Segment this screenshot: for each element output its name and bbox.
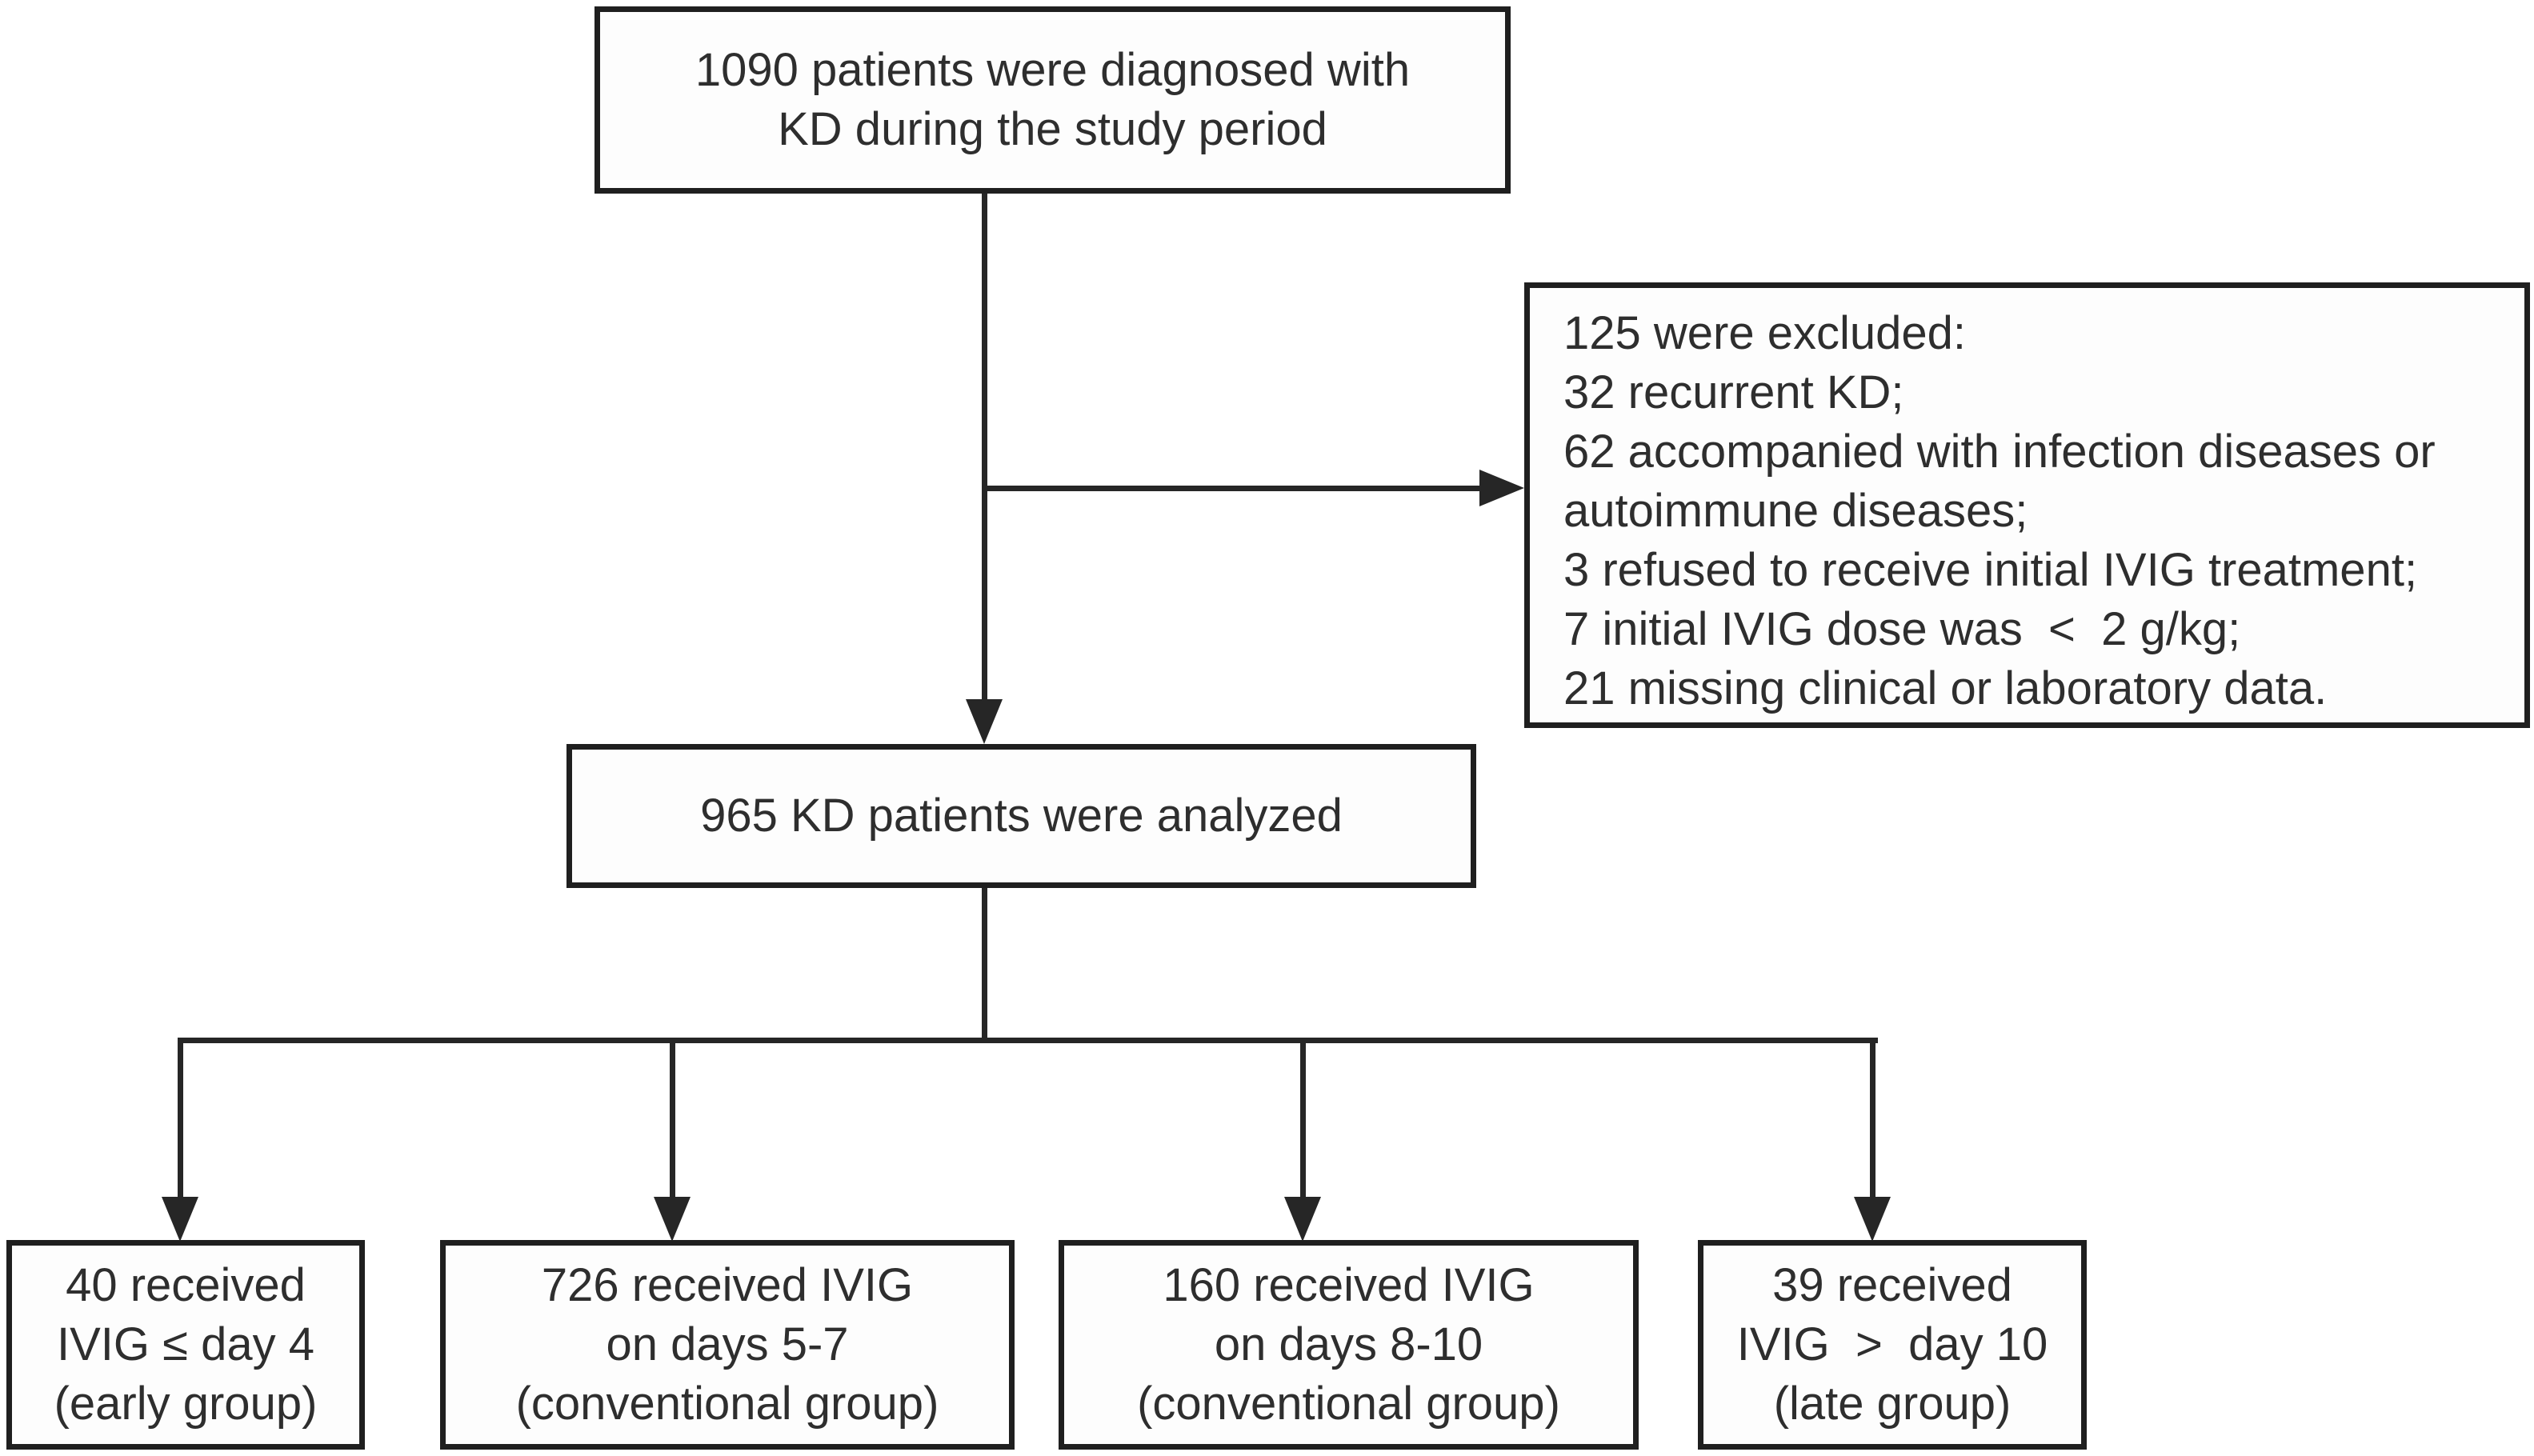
box-text-line: on days 8-10 (1214, 1318, 1483, 1370)
box-text-line: (early group) (54, 1378, 318, 1430)
box-text-line: on days 5-7 (606, 1318, 849, 1370)
connector-diagnosed-to-analyzed (982, 194, 987, 706)
down-arrowhead-icon (1854, 1197, 1891, 1242)
box-group-early: 40 received IVIG ≤ day 4 (early group) (6, 1240, 365, 1450)
box-group-days-5-7: 726 received IVIG on days 5-7 (conventio… (440, 1240, 1015, 1450)
box-text-line: (conventional group) (1137, 1378, 1560, 1430)
box-patients-analyzed: 965 KD patients were analyzed (566, 744, 1476, 888)
right-arrowhead-icon (1479, 470, 1524, 506)
box-text-line: (late group) (1773, 1378, 2012, 1430)
box-patients-diagnosed: 1090 patients were diagnosed with KD dur… (594, 6, 1511, 194)
box-text-line: 726 received IVIG (541, 1259, 914, 1311)
box-text-line: 40 received (66, 1259, 306, 1311)
connector-branch-to-group-early (178, 1038, 183, 1203)
box-text-line: (conventional group) (515, 1378, 939, 1430)
box-excluded-patients: 125 were excluded: 32 recurrent KD; 62 a… (1524, 282, 2530, 728)
box-text-line: autoimmune diseases; (1563, 485, 2028, 537)
down-arrowhead-icon (162, 1197, 198, 1242)
box-text-line: 62 accompanied with infection diseases o… (1563, 426, 2436, 478)
connector-branch-to-group-late (1870, 1038, 1875, 1203)
down-arrowhead-icon (1284, 1197, 1321, 1242)
connector-to-excluded (982, 486, 1488, 491)
box-group-days-8-10: 160 received IVIG on days 8-10 (conventi… (1059, 1240, 1639, 1450)
box-text-line: IVIG > day 10 (1736, 1318, 2048, 1370)
box-text-line: 7 initial IVIG dose was < 2 g/kg; (1563, 603, 2241, 655)
branch-line (178, 1038, 1878, 1043)
down-arrowhead-icon (654, 1197, 691, 1242)
box-text-line: 39 received (1772, 1259, 2012, 1311)
connector-branch-to-group-days-8-10 (1300, 1038, 1306, 1203)
connector-branch-to-group-days-5-7 (670, 1038, 675, 1203)
box-text-line: 160 received IVIG (1163, 1259, 1535, 1311)
box-text-line: 965 KD patients were analyzed (700, 790, 1343, 842)
down-arrowhead-icon (966, 699, 1003, 744)
box-text-line: 1090 patients were diagnosed with (695, 44, 1411, 96)
connector-analyzed-to-branch (982, 888, 987, 1043)
box-text-line: 21 missing clinical or laboratory data. (1563, 662, 2328, 714)
box-text-line: IVIG ≤ day 4 (57, 1318, 314, 1370)
box-text-line: KD during the study period (778, 103, 1327, 155)
box-group-late: 39 received IVIG > day 10 (late group) (1698, 1240, 2087, 1450)
box-text-line: 32 recurrent KD; (1563, 366, 1904, 418)
box-text-line: 3 refused to receive initial IVIG treatm… (1563, 544, 2418, 596)
box-text-line: 125 were excluded: (1563, 307, 1966, 359)
